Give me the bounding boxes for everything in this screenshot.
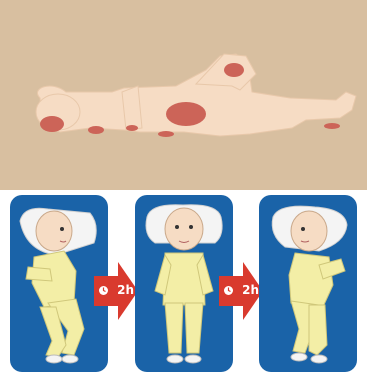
foot — [185, 355, 201, 363]
pressure-zone-shoulder — [88, 126, 104, 134]
foot — [291, 353, 307, 361]
pressure-areas-illustration — [0, 0, 367, 190]
eye — [301, 227, 305, 231]
foot — [311, 355, 327, 363]
eye — [175, 225, 179, 229]
pajama-torso — [289, 253, 333, 307]
head — [291, 211, 327, 251]
interval-label: 2h — [100, 282, 134, 298]
eye — [60, 227, 64, 231]
pajama-leg-right — [185, 303, 203, 353]
repositioning-step-right-side — [259, 195, 357, 372]
pressure-zone-elbow — [126, 125, 138, 131]
pajama-arm — [26, 267, 52, 281]
pressure-zone-hip — [158, 131, 174, 137]
interval-label: 2h — [225, 282, 259, 298]
reclining-body-figure — [0, 0, 367, 190]
pajama-leg-bottom — [309, 305, 327, 355]
pressure-zone-heel — [324, 123, 340, 129]
head — [36, 211, 72, 251]
next-step-arrow: 2h — [94, 258, 138, 324]
pajama-leg-left — [165, 303, 183, 353]
next-step-arrow: 2h — [219, 258, 263, 324]
foot — [167, 355, 183, 363]
pajama-torso — [163, 253, 205, 305]
pressure-zone-sacrum — [166, 102, 206, 126]
pressure-zone-head — [40, 116, 64, 132]
arm — [122, 86, 142, 130]
foot — [46, 355, 62, 363]
foot — [62, 355, 78, 363]
pressure-zone-knee — [224, 63, 244, 77]
eye — [189, 225, 193, 229]
child-on-other-side-figure — [259, 195, 357, 372]
head — [165, 208, 203, 250]
